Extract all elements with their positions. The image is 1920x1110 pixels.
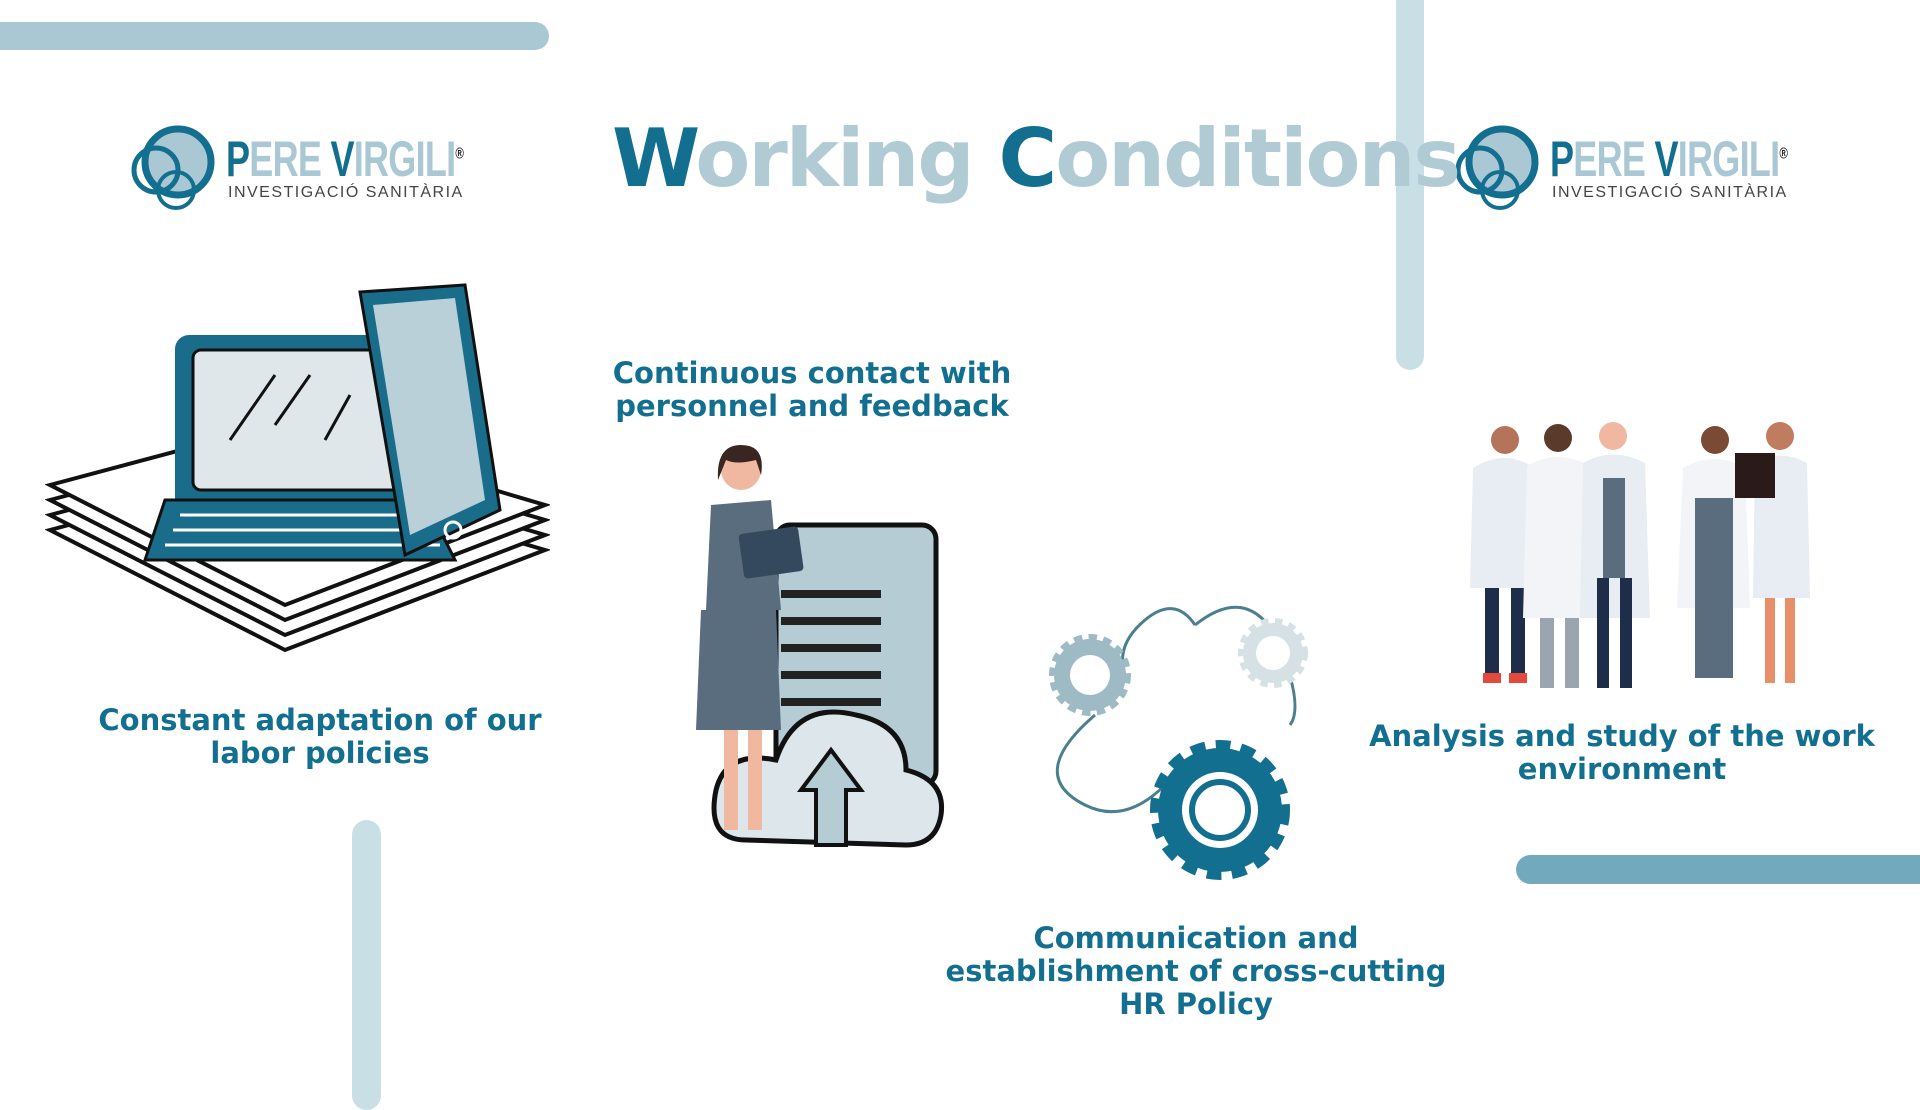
decor-bar-right (1516, 855, 1920, 884)
caption-line: Constant adaptation of our (98, 703, 542, 737)
caption-line: Analysis and study of the work (1369, 719, 1875, 753)
caption-line: environment (1517, 752, 1727, 786)
registered-mark: ® (455, 145, 464, 163)
logo-text: ERE (249, 131, 331, 187)
gears-cloud-illustration (1049, 605, 1308, 880)
page-title: Working Conditions (612, 112, 1461, 205)
registered-mark: ® (1779, 145, 1788, 163)
gear-icon (1238, 618, 1308, 688)
gear-icon (1150, 740, 1290, 880)
logo-subtitle: INVESTIGACIÓ SANITÀRIA (1552, 184, 1788, 201)
decor-bar-vertical-top (1396, 0, 1424, 370)
logo-circles-icon (1455, 125, 1539, 210)
caption-line: Communication and (1033, 921, 1359, 955)
caption-line: Continuous contact with (612, 356, 1012, 390)
logo-subtitle: INVESTIGACIÓ SANITÀRIA (228, 184, 464, 201)
logo-text: IRGILI (1677, 131, 1780, 187)
caption-line: HR Policy (1119, 987, 1273, 1021)
logo-text: P (226, 131, 250, 187)
logo-text: V (330, 131, 354, 187)
title-part: onditions (1055, 112, 1461, 205)
decor-bar-vertical-bottom (352, 820, 381, 1110)
caption-hr-policy: Communication and establishment of cross… (936, 922, 1456, 1021)
caption-line: personnel and feedback (615, 389, 1009, 423)
logo-text: ERE (1573, 131, 1655, 187)
caption-contact-feedback: Continuous contact with personnel and fe… (552, 357, 1072, 423)
laptop-documents-illustration (45, 283, 550, 653)
title-part: orking (695, 112, 999, 205)
medical-team-illustration (1470, 422, 1810, 688)
logo-text: IRGILI (353, 131, 456, 187)
title-initial: C (998, 112, 1058, 205)
gear-icon (1049, 634, 1131, 716)
woman-document-cloud-illustration (696, 445, 945, 848)
caption-work-environment: Analysis and study of the work environme… (1352, 720, 1892, 786)
logo-left: PERE VIRGILI® INVESTIGACIÓ SANITÀRIA (126, 122, 476, 212)
caption-labor-policies: Constant adaptation of our labor policie… (60, 704, 580, 770)
caption-line: establishment of cross-cutting (945, 954, 1447, 988)
decor-bar-top-left (0, 22, 549, 50)
logo-text: V (1654, 131, 1678, 187)
caption-line: labor policies (210, 736, 430, 770)
title-initial: W (612, 112, 697, 205)
logo-circles-icon (131, 125, 215, 210)
logo-text: P (1550, 131, 1574, 187)
logo-right: PERE VIRGILI® INVESTIGACIÓ SANITÀRIA (1450, 122, 1800, 212)
